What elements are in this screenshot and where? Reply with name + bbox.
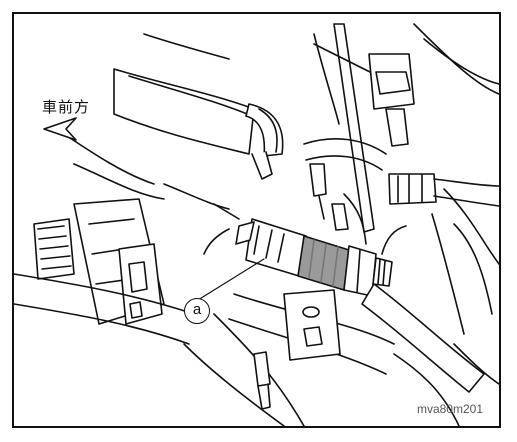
upper-hose-inner	[128, 75, 253, 117]
lower-bolt	[253, 351, 271, 387]
left-brush	[33, 218, 75, 280]
clamp-tab	[251, 151, 273, 180]
direction-label: 車前方	[42, 98, 91, 116]
hose-bracket	[309, 163, 327, 197]
front-direction-arrow-icon	[43, 117, 77, 141]
callout-label: a	[192, 301, 202, 318]
engine-line-drawing	[14, 23, 499, 426]
lower-right-hose	[361, 283, 485, 393]
sensor-wire	[381, 225, 407, 255]
figure-code: mva80m201	[416, 402, 483, 416]
connector-latch	[235, 221, 255, 245]
top-bolt	[375, 71, 411, 95]
callout-circle-icon: a	[184, 298, 210, 324]
figure-frame: 車前方 a mva80m201	[12, 12, 501, 428]
upper-hose	[113, 68, 255, 155]
bracket-plate	[118, 243, 163, 325]
lower-mount	[283, 289, 341, 361]
callout-leader	[197, 258, 265, 301]
right-fitting	[388, 173, 437, 205]
upper-right-pipe	[333, 23, 375, 233]
hose-clamp	[245, 103, 284, 157]
